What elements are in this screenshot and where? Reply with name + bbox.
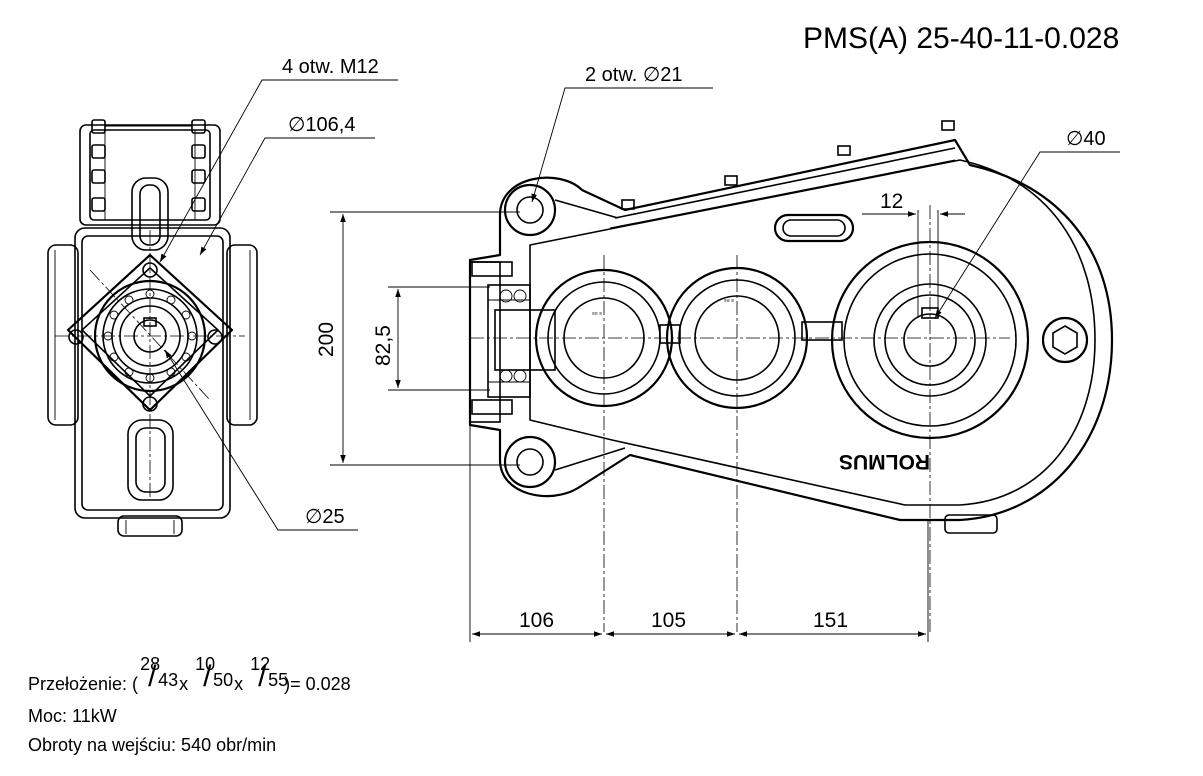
ratio-prefix: Przełożenie: (	[28, 674, 139, 694]
dim-200: 200	[315, 322, 338, 357]
ratio-line: Przełożenie: (28/43 x 10/50 x 12/55)= 0.…	[28, 654, 351, 695]
front-view-dimensions: 200 82,5 106 105 151 12 ∅40 2 otw. ∅21	[315, 64, 1120, 642]
bracket-bolts	[91, 119, 206, 212]
label-dia-40: ∅40	[1066, 128, 1106, 150]
manufacturer-logo: ROLMUS	[839, 450, 930, 473]
f1-den: 43	[158, 670, 179, 690]
times-2: x	[234, 674, 244, 694]
f1-num: 28	[140, 654, 161, 674]
f3-num: 12	[250, 654, 271, 674]
label-holes-21: 2 otw. ∅21	[585, 64, 682, 86]
speed-line: Obroty na wejściu: 540 obr/min	[28, 735, 277, 755]
label-dia-106: ∅106,4	[288, 114, 355, 136]
f2-num: 10	[195, 654, 216, 674]
fraction-3: 12/55	[250, 654, 289, 693]
front-view: ≡≡ ≡ ≡≡ ≡ ROLMUS	[468, 120, 1114, 632]
f3-den: 55	[268, 670, 289, 690]
label-holes-m12: 4 otw. M12	[282, 56, 379, 78]
dim-82-5: 82,5	[372, 325, 395, 366]
gear2-mark: ≡≡ ≡	[724, 298, 734, 304]
f2-den: 50	[213, 670, 234, 690]
fraction-1: 28/43	[140, 654, 179, 693]
ratio-result: )= 0.028	[284, 674, 351, 694]
fraction-2: 10/50	[195, 654, 234, 693]
power-line: Moc: 11kW	[28, 706, 117, 726]
label-dia-25: ∅25	[305, 506, 345, 528]
side-view	[47, 119, 258, 537]
side-view-leaders: 4 otw. M12 ∅106,4 ∅25	[159, 56, 398, 531]
dim-106: 106	[519, 609, 554, 632]
dim-12: 12	[880, 190, 903, 213]
dim-105: 105	[651, 609, 686, 632]
gear1-mark: ≡≡ ≡	[592, 311, 602, 317]
drawing-title: PMS(A) 25-40-11-0.028	[803, 22, 1119, 55]
dim-151: 151	[813, 609, 848, 632]
times-1: x	[179, 674, 189, 694]
